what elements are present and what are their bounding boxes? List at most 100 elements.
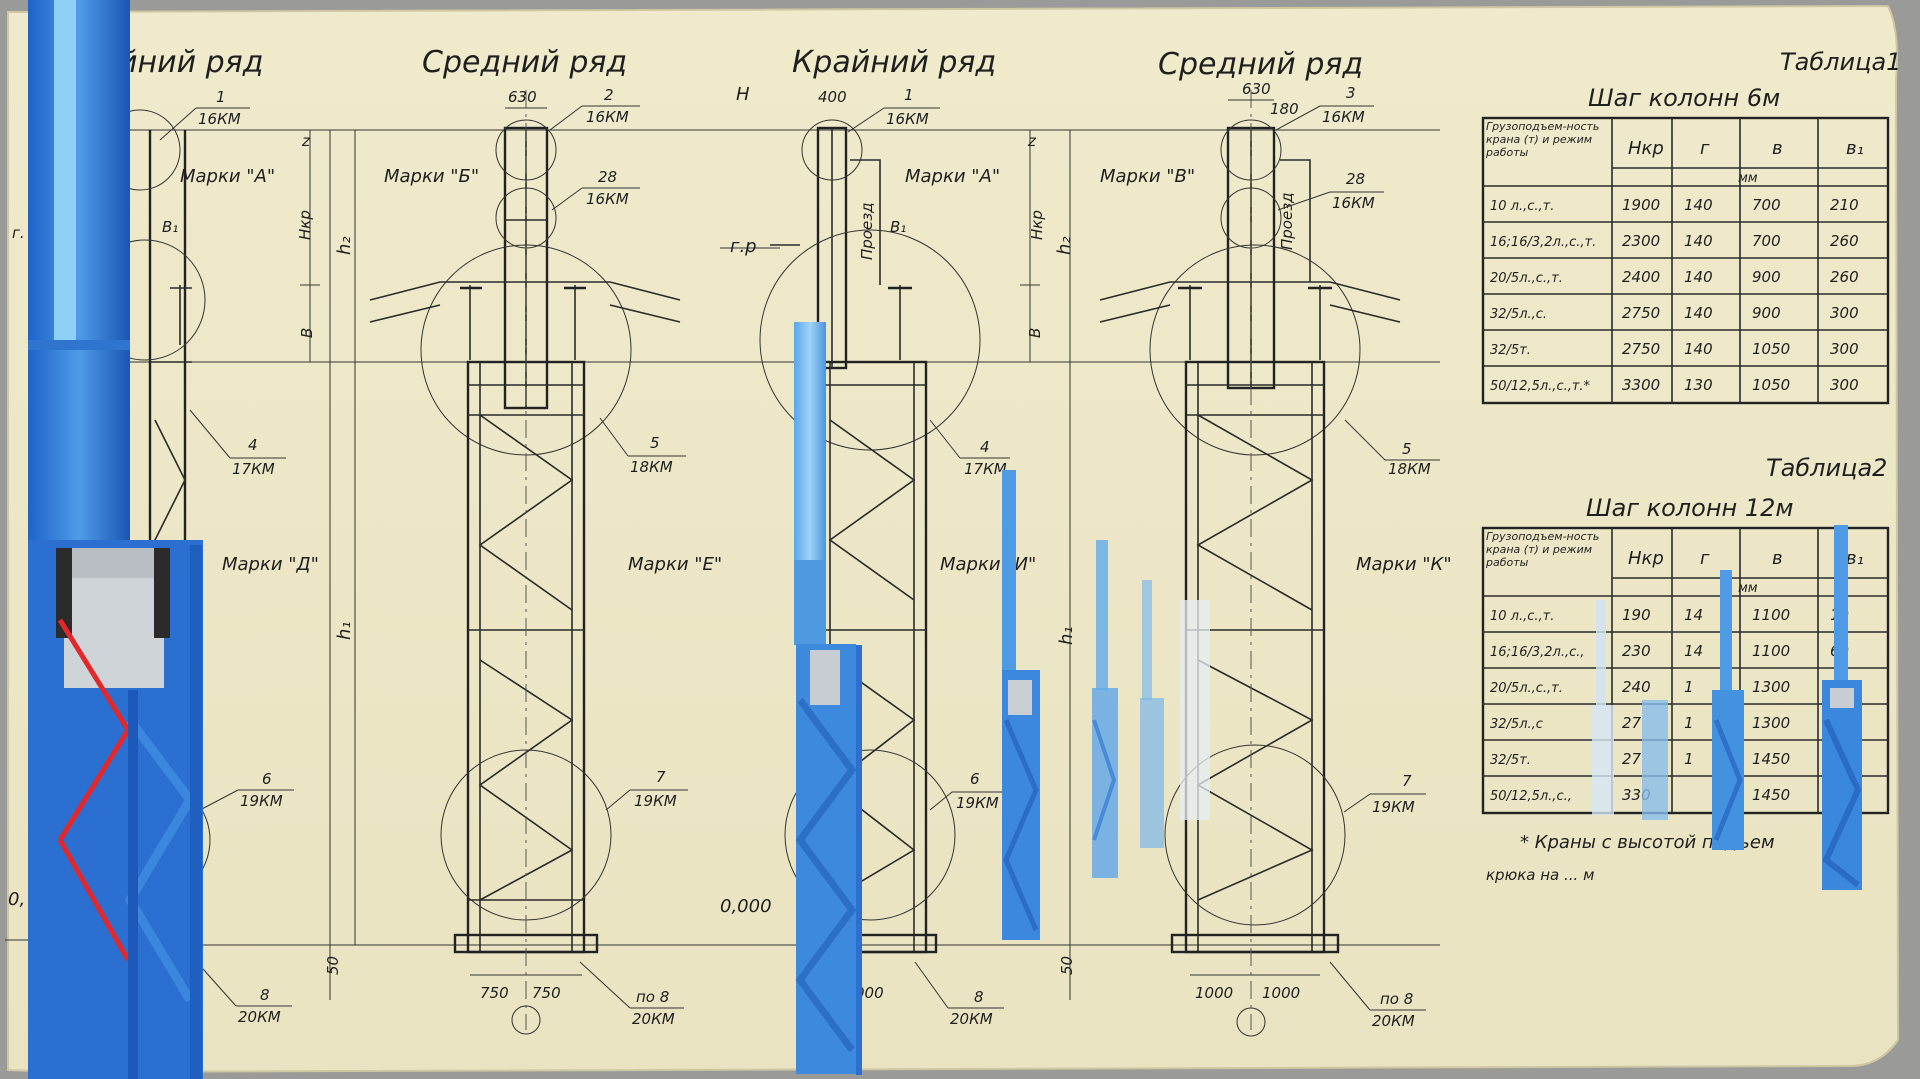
table1-cell: 2400 <box>1622 268 1660 286</box>
table2-cell: 1 <box>1684 714 1694 732</box>
table-1-unit: мм <box>1738 171 1758 186</box>
dim-400: 400 <box>818 88 847 106</box>
table2-cell: 1100 <box>1752 642 1790 660</box>
model-column-small-2 <box>1092 540 1118 878</box>
callout-num: 4 <box>248 436 258 454</box>
dim-h: H <box>736 84 750 105</box>
table-2-footnote-2: крюка на ... м <box>1486 866 1594 884</box>
mark-e: Марки "Е" <box>628 554 722 575</box>
table2-cell: 1450 <box>1752 750 1790 768</box>
callout-num: по 8 <box>1380 990 1413 1008</box>
mark-i: Марки "И" <box>940 554 1036 575</box>
table2-cell: 50/12,5л.,с., <box>1490 789 1572 804</box>
dim-630-a: 630 <box>508 88 537 106</box>
dim-zero: 0,000 <box>720 896 772 917</box>
table1-cell: 900 <box>1752 304 1781 322</box>
dim-b-a: В <box>298 328 316 338</box>
callout-leaders <box>159 105 1440 1011</box>
table-2-footnote-1: * Краны с высотой подъем <box>1520 832 1775 853</box>
table1-cell: 260 <box>1830 232 1859 250</box>
model-column-center <box>794 322 862 1075</box>
callout-num: 5 <box>650 434 660 452</box>
dim-gr: г.р <box>730 236 757 257</box>
dim-750-a: 750 <box>480 984 509 1002</box>
dim-50-b: 50 <box>1058 956 1076 975</box>
dim-h2-a: h₂ <box>334 236 355 255</box>
label-proezd-1: Проезд <box>858 202 876 260</box>
table-1-col: в₁ <box>1846 138 1864 159</box>
table-1-col: в <box>1772 138 1783 159</box>
table1-cell: 140 <box>1684 196 1713 214</box>
title-edge-2: Крайний ряд <box>792 45 996 80</box>
mark-v: Марки "В" <box>1100 166 1195 187</box>
table1-cell: 130 <box>1684 376 1713 394</box>
table2-cell: 1100 <box>1752 606 1790 624</box>
callout-code: 16КМ <box>586 108 629 126</box>
title-middle-2: Средний ряд <box>1158 47 1363 82</box>
table2-cell: 230 <box>1622 642 1651 660</box>
dim-z-b: z <box>1027 132 1037 150</box>
dim-h1-b: h₁ <box>1056 626 1077 645</box>
callout-num: 3 <box>1346 84 1356 102</box>
table-2-col: г <box>1700 548 1710 569</box>
dim-hkr-left: Нкр <box>296 210 314 240</box>
title-edge-partial: йний ряд <box>118 45 263 80</box>
callout-code: 16КМ <box>886 110 929 128</box>
model-column-small-1 <box>1002 470 1040 940</box>
mark-a-2: Марки "А" <box>905 166 1000 187</box>
dim-h2-b: h₂ <box>1054 236 1075 255</box>
callout-code: 20КМ <box>950 1010 993 1028</box>
callout-code: 18КМ <box>630 458 673 476</box>
table1-cell: 260 <box>1830 268 1859 286</box>
table-2-col: в <box>1772 548 1783 569</box>
callout-num: 1 <box>216 88 226 106</box>
table2-cell: 1300 <box>1752 714 1790 732</box>
dim-630-b: 630 <box>1242 80 1271 98</box>
table1-cell: 20/5л.,с.,т. <box>1490 271 1563 286</box>
callout-code: 20КМ <box>632 1010 675 1028</box>
table1-cell: 140 <box>1684 304 1713 322</box>
callout-num: 4 <box>980 438 990 456</box>
model-column-table-4 <box>1822 525 1862 890</box>
table1-cell: 3300 <box>1622 376 1660 394</box>
mark-b: Марки "Б" <box>384 166 479 187</box>
dim-h1-a: h₁ <box>334 621 355 640</box>
dim-1000-c: 000 <box>855 984 884 1002</box>
table1-cell: 50/12,5л.,с.,т.* <box>1490 379 1591 394</box>
callout-code: 19КМ <box>1372 798 1415 816</box>
table1-cell: 32/5л.,с. <box>1490 307 1547 322</box>
callout-code: 16КМ <box>586 190 629 208</box>
callout-code: 16КМ <box>198 110 241 128</box>
callout-num: 1 <box>904 86 914 104</box>
table2-cell: 14 <box>1684 642 1703 660</box>
table1-cell: 140 <box>1684 268 1713 286</box>
label-g-left: г. <box>12 224 25 242</box>
table-2-unit: мм <box>1738 581 1758 596</box>
table-2-col: Нкр <box>1628 548 1664 569</box>
table2-cell: 190 <box>1622 606 1651 624</box>
callout-code: 18КМ <box>1388 460 1431 478</box>
table1-cell: 2300 <box>1622 232 1660 250</box>
table2-cell: 27 <box>1622 750 1642 768</box>
callout-num: 7 <box>656 768 666 786</box>
table2-cell: 32/5т. <box>1490 753 1531 768</box>
callout-code: 17КМ <box>964 460 1007 478</box>
callout-code: 20КМ <box>238 1008 281 1026</box>
table-2-title: Шаг колонн 12м <box>1586 494 1793 522</box>
dim-1000-a: 1000 <box>1195 984 1233 1002</box>
table2-cell: 1450 <box>1752 786 1790 804</box>
table1-cell: 1050 <box>1752 340 1790 358</box>
table1-cell: 300 <box>1830 304 1859 322</box>
model-overlay <box>28 0 1862 1079</box>
dim-1000-b: 1000 <box>1262 984 1300 1002</box>
table1-cell: 140 <box>1684 340 1713 358</box>
callout-code: 19КМ <box>240 792 283 810</box>
dim-b1-b: В₁ <box>890 218 906 236</box>
model-column-small-3 <box>1140 580 1164 848</box>
table2-cell: 1300 <box>1752 678 1790 696</box>
model-column-faded <box>1180 600 1210 820</box>
title-middle-1: Средний ряд <box>422 45 627 80</box>
table-2-label: Таблица2 <box>1766 454 1887 482</box>
callout-num: 6 <box>262 770 272 788</box>
